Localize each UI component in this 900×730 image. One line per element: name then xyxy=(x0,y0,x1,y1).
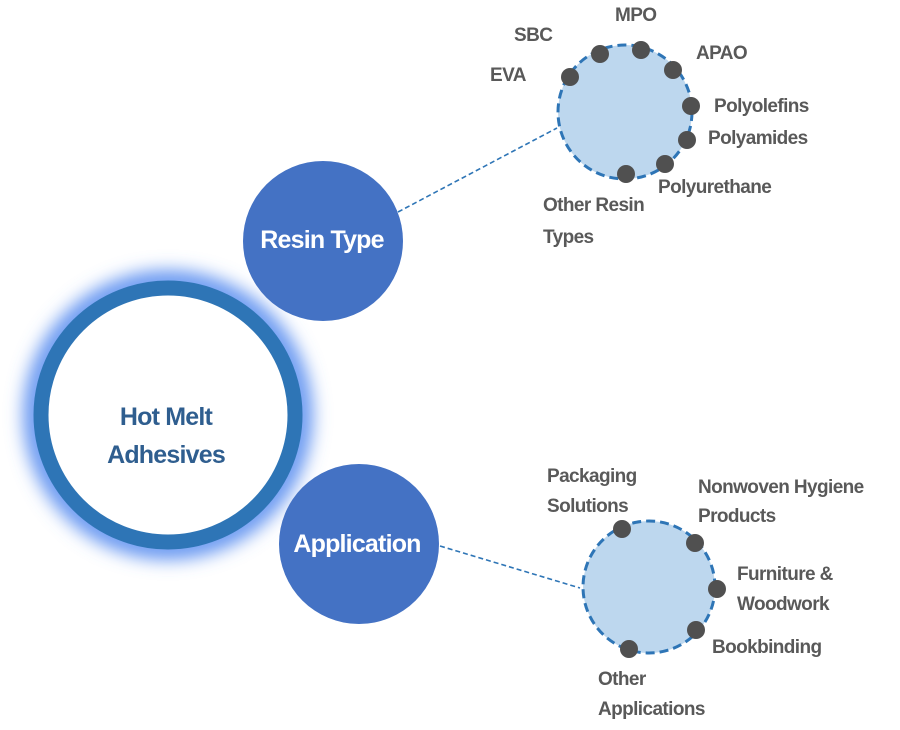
application-circle xyxy=(279,464,439,624)
segment-item-polyurethane[interactable]: Polyurethane xyxy=(656,155,772,198)
bullet-dot xyxy=(617,165,635,183)
item-label: Polyurethane xyxy=(658,177,771,198)
bullet-dot xyxy=(708,580,726,598)
segment-item-other-applications[interactable]: Other Applications xyxy=(598,640,705,720)
center-title-line1: Hot Melt xyxy=(120,403,214,431)
segment-item-nonwoven-hygiene-products[interactable]: Nonwoven Hygiene Products xyxy=(686,477,864,552)
segment-item-sbc[interactable]: SBC xyxy=(514,25,609,63)
branch-node-application[interactable]: Application xyxy=(279,464,439,624)
segment-item-packaging-solutions[interactable]: Packaging Solutions xyxy=(547,466,637,538)
resin-type-circle xyxy=(243,161,403,321)
bullet-dot xyxy=(682,97,700,115)
center-title-line2: Adhesives xyxy=(107,441,225,469)
item-label-line1: Packaging xyxy=(547,466,637,487)
center-ring xyxy=(33,280,303,550)
item-label-line1: Furniture & xyxy=(737,564,834,585)
item-label: EVA xyxy=(490,65,527,86)
bullet-dot xyxy=(678,131,696,149)
connector-resin-type xyxy=(397,127,558,213)
segment-item-mpo[interactable]: MPO xyxy=(615,5,657,59)
segment-item-furniture-woodwork[interactable]: Furniture & Woodwork xyxy=(708,564,834,615)
item-label: Polyamides xyxy=(708,128,808,149)
segment-item-apao[interactable]: APAO xyxy=(664,43,748,79)
bullet-dot xyxy=(613,520,631,538)
bullet-dot xyxy=(561,68,579,86)
branch-node-resin-type[interactable]: Resin Type xyxy=(243,161,403,321)
bullet-dot xyxy=(632,41,650,59)
segment-item-other-resin-types[interactable]: Other Resin Types xyxy=(543,165,645,248)
bullet-dot xyxy=(687,621,705,639)
item-label-line2: Products xyxy=(698,506,776,527)
center-node[interactable]: Hot Melt Adhesives xyxy=(24,271,312,559)
bullet-dot xyxy=(686,534,704,552)
item-label: Polyolefins xyxy=(714,96,809,117)
item-label-line2: Applications xyxy=(598,699,705,720)
bullet-dot xyxy=(620,640,638,658)
item-label-line1: Nonwoven Hygiene xyxy=(698,477,864,498)
item-label: Bookbinding xyxy=(712,637,822,658)
item-label-line2: Woodwork xyxy=(737,594,830,615)
resin-type-label: Resin Type xyxy=(260,226,384,254)
application-label: Application xyxy=(293,530,420,558)
item-label: SBC xyxy=(514,25,553,46)
segment-item-bookbinding[interactable]: Bookbinding xyxy=(687,621,822,658)
resin-type-items: EVA SBC MPO APAO Polyolefins Polyamides … xyxy=(490,5,809,248)
bullet-dot xyxy=(664,61,682,79)
item-label: MPO xyxy=(615,5,656,26)
bullet-dot xyxy=(591,45,609,63)
item-label-line2: Types xyxy=(543,227,594,248)
connector-application xyxy=(439,545,581,589)
item-label-line2: Solutions xyxy=(547,496,628,517)
segment-item-polyolefins[interactable]: Polyolefins xyxy=(682,96,809,117)
segment-item-polyamides[interactable]: Polyamides xyxy=(678,128,808,149)
item-label-line1: Other xyxy=(598,669,647,690)
bullet-dot xyxy=(656,155,674,173)
segment-item-eva[interactable]: EVA xyxy=(490,65,579,86)
item-label: APAO xyxy=(696,43,747,64)
application-items: Packaging Solutions Nonwoven Hygiene Pro… xyxy=(547,466,864,720)
item-label-line1: Other Resin xyxy=(543,195,644,216)
